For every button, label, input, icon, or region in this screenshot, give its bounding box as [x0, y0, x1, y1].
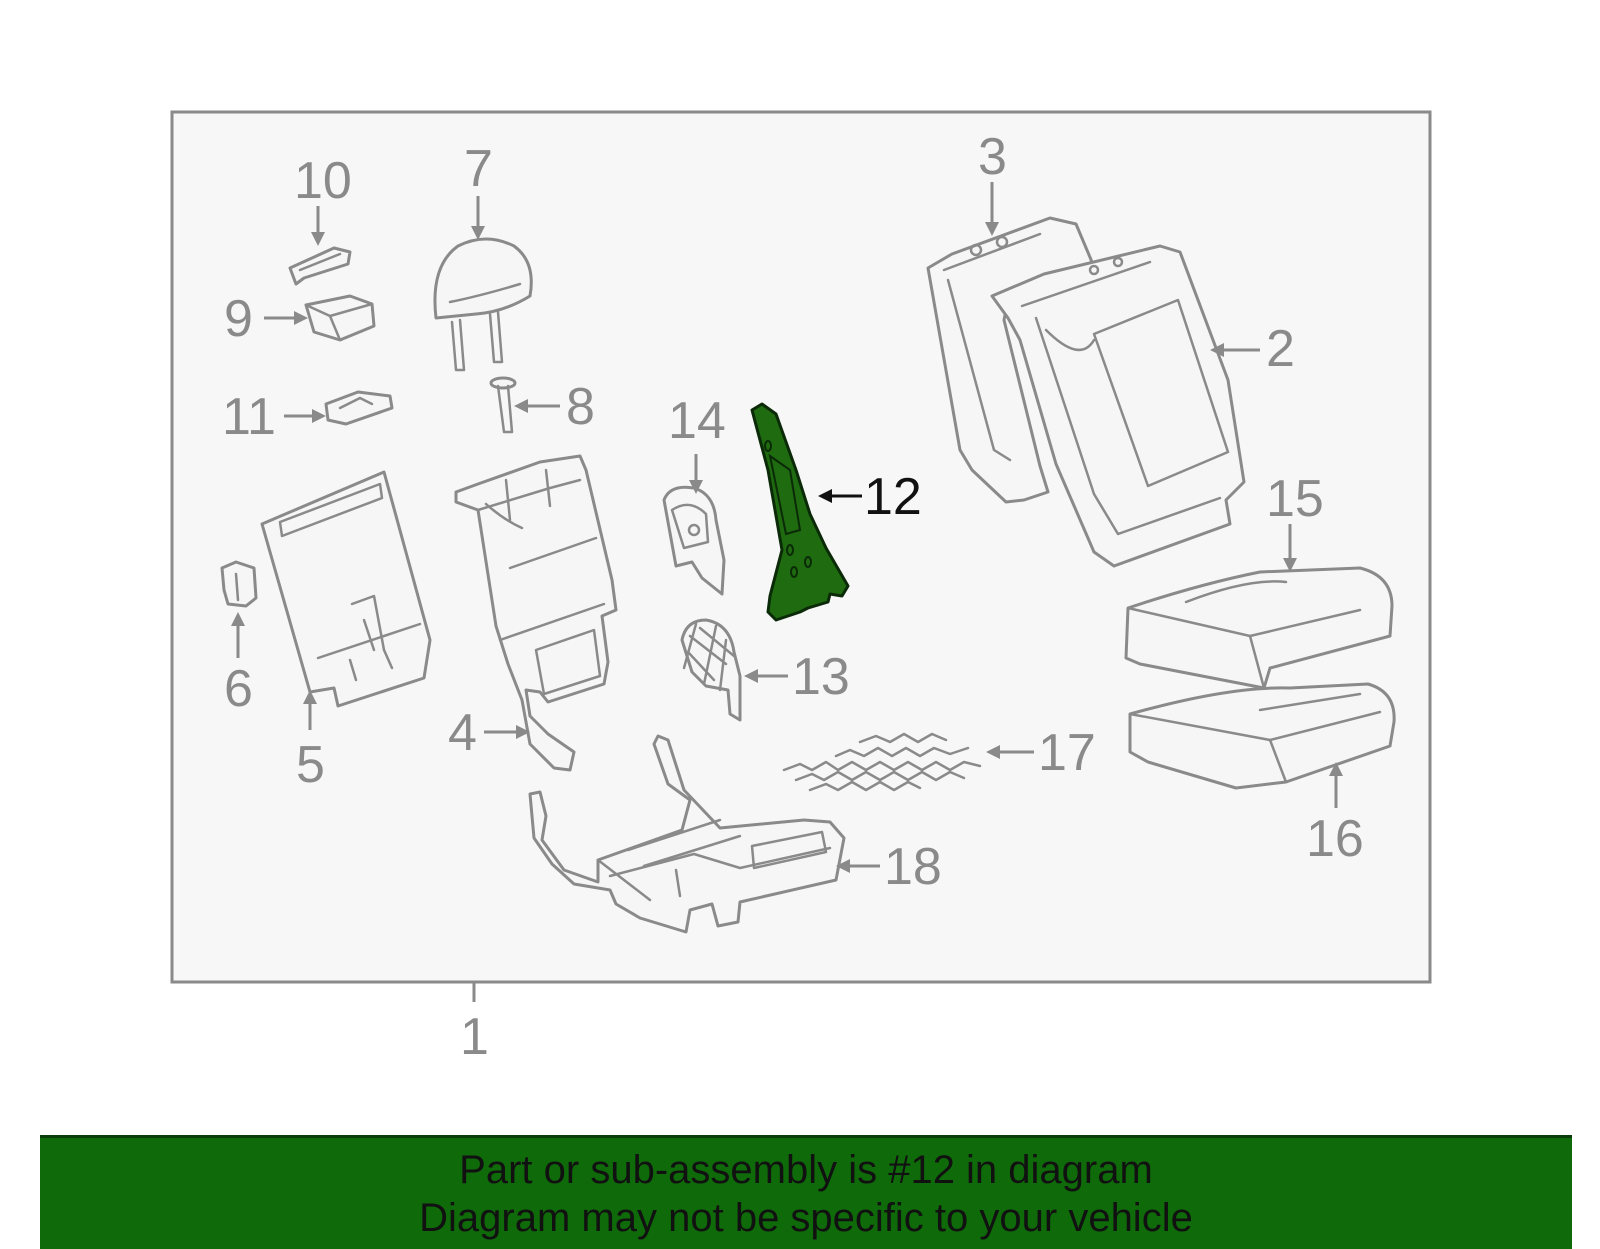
- part-4-seatback-frame[interactable]: [454, 454, 618, 772]
- callout-6: 6: [224, 660, 253, 718]
- banner-line-1: Part or sub-assembly is #12 in diagram: [459, 1148, 1153, 1192]
- callout-7: 7: [464, 140, 493, 198]
- callout-9: 9: [224, 290, 253, 348]
- part-14-bracket[interactable]: [662, 485, 726, 596]
- part-11-latch[interactable]: [324, 390, 394, 426]
- callout-2: 2: [1266, 320, 1295, 378]
- part-10-clip[interactable]: [288, 246, 352, 286]
- part-3-back-cover[interactable]: [926, 216, 1094, 504]
- callout-8: 8: [566, 378, 595, 436]
- callout-10: 10: [294, 152, 352, 210]
- callout-4: 4: [448, 704, 477, 762]
- callout-3: 3: [978, 128, 1007, 186]
- callout-12: 12: [864, 468, 922, 526]
- part-8-guide[interactable]: [489, 376, 517, 434]
- part-9-bezel[interactable]: [304, 294, 376, 342]
- callout-5: 5: [296, 736, 325, 794]
- part-16-seat-cushion-lower[interactable]: [1128, 682, 1396, 790]
- leader-lines: [231, 182, 1343, 873]
- callout-15: 15: [1266, 470, 1324, 528]
- part-17-springs[interactable]: [782, 732, 982, 792]
- info-banner: Part or sub-assembly is #12 in diagram D…: [40, 1135, 1572, 1249]
- part-18-seat-frame[interactable]: [528, 734, 846, 934]
- callout-18: 18: [884, 838, 942, 896]
- part-7-headrest[interactable]: [433, 237, 533, 372]
- part-5-back-panel[interactable]: [260, 470, 432, 708]
- callout-16: 16: [1306, 810, 1364, 868]
- callout-17: 17: [1038, 724, 1096, 782]
- part-6-bezel[interactable]: [220, 560, 258, 608]
- callout-1: 1: [460, 1008, 489, 1066]
- callout-13: 13: [792, 648, 850, 706]
- part-15-seat-cushion[interactable]: [1124, 566, 1394, 690]
- part-2-back-cushion[interactable]: [990, 244, 1246, 568]
- callout-14: 14: [668, 392, 726, 450]
- part-13-shield[interactable]: [680, 618, 742, 722]
- part-12-highlighted[interactable]: [750, 402, 850, 622]
- callout-11: 11: [222, 388, 276, 446]
- banner-line-2: Diagram may not be specific to your vehi…: [419, 1196, 1193, 1240]
